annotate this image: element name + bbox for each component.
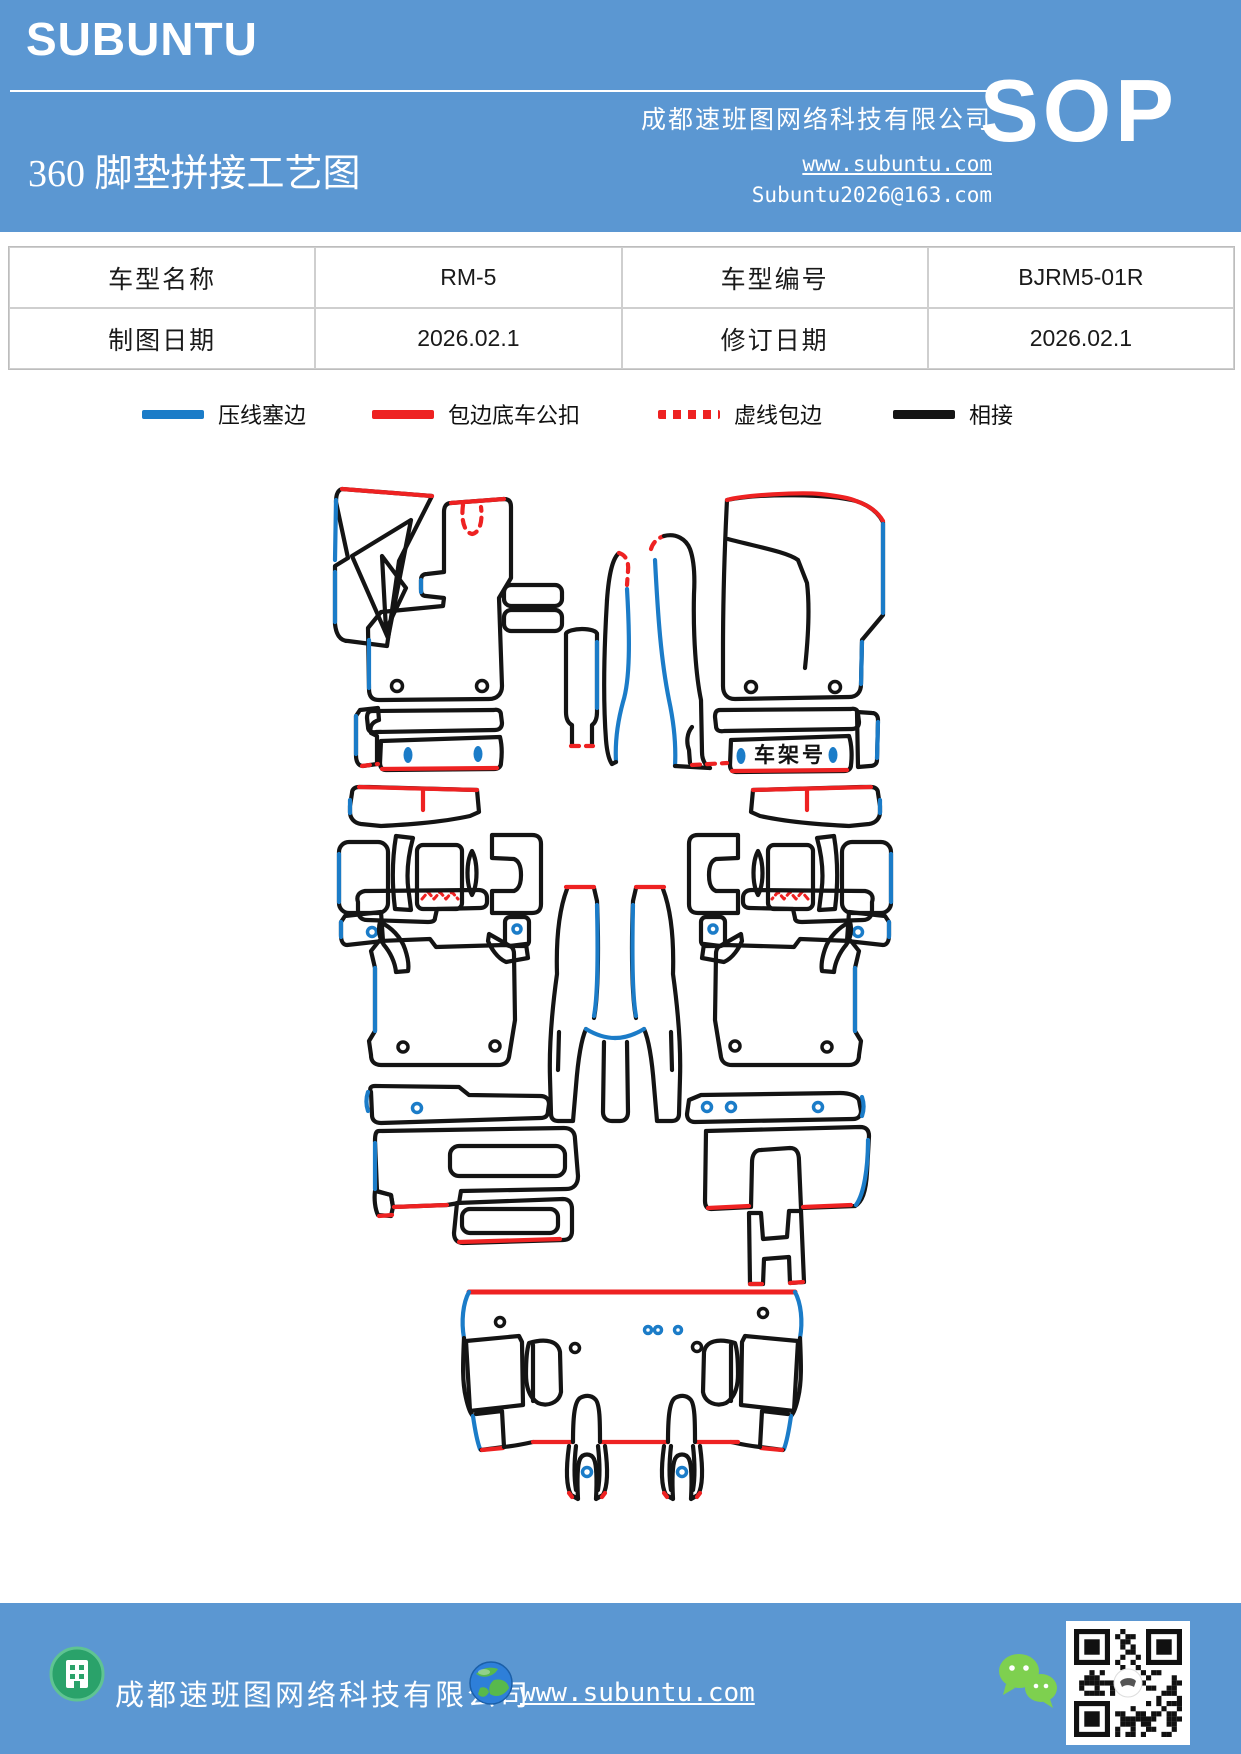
page-title: 360 脚垫拼接工艺图 [28, 153, 361, 195]
model-name-label: 车型名称 [9, 247, 316, 308]
model-code-label: 车型编号 [621, 247, 928, 308]
header-email: Subuntu2026@163.com [751, 183, 992, 207]
legend-item-press-line: 压线塞边 [142, 400, 306, 428]
draw-date-label: 制图日期 [9, 308, 316, 369]
black-line-swatch [893, 409, 955, 419]
legend-item-dashed-binding: 虚线包边 [658, 400, 822, 428]
qr-code [1066, 1621, 1190, 1745]
red-dashed-swatch [658, 409, 720, 419]
red-line-swatch [372, 409, 434, 419]
header-divider [10, 90, 994, 92]
footer-website-link[interactable]: www.subuntu.com [520, 1678, 755, 1708]
legend-item-join: 相接 [893, 400, 1013, 428]
legend-label: 压线塞边 [218, 403, 307, 428]
sop-badge: SOP [980, 61, 1178, 160]
header-website-link[interactable]: www.subuntu.com [802, 152, 992, 176]
company-building-icon [49, 1646, 105, 1702]
header-company-name: 成都速班图网络科技有限公司 [640, 107, 992, 134]
legend-label: 相接 [969, 403, 1014, 428]
vin-label: 车架号 [754, 743, 826, 767]
header-band: SUBUNTU 360 脚垫拼接工艺图 成都速班图网络科技有限公司 www.su… [0, 0, 1241, 232]
legend-label: 虚线包边 [734, 403, 823, 428]
model-code-value: BJRM5-01R [927, 247, 1234, 308]
wechat-icon [999, 1654, 1057, 1708]
model-name-value: RM-5 [315, 247, 622, 308]
legend-item-binding-edge: 包边底车公扣 [372, 400, 580, 428]
footer-company-name: 成都速班图网络科技有限公司 [115, 1680, 532, 1712]
draw-date-value: 2026.02.1 [315, 308, 622, 369]
brand-logo: SUBUNTU [26, 13, 258, 65]
revise-date-label: 修订日期 [621, 308, 928, 369]
blue-line-swatch [142, 409, 204, 419]
vehicle-info-table: 车型名称 RM-5 车型编号 BJRM5-01R 制图日期 2026.02.1 … [8, 246, 1235, 370]
revise-date-value: 2026.02.1 [927, 308, 1234, 369]
legend-label: 包边底车公扣 [448, 403, 581, 428]
globe-icon [469, 1661, 513, 1705]
